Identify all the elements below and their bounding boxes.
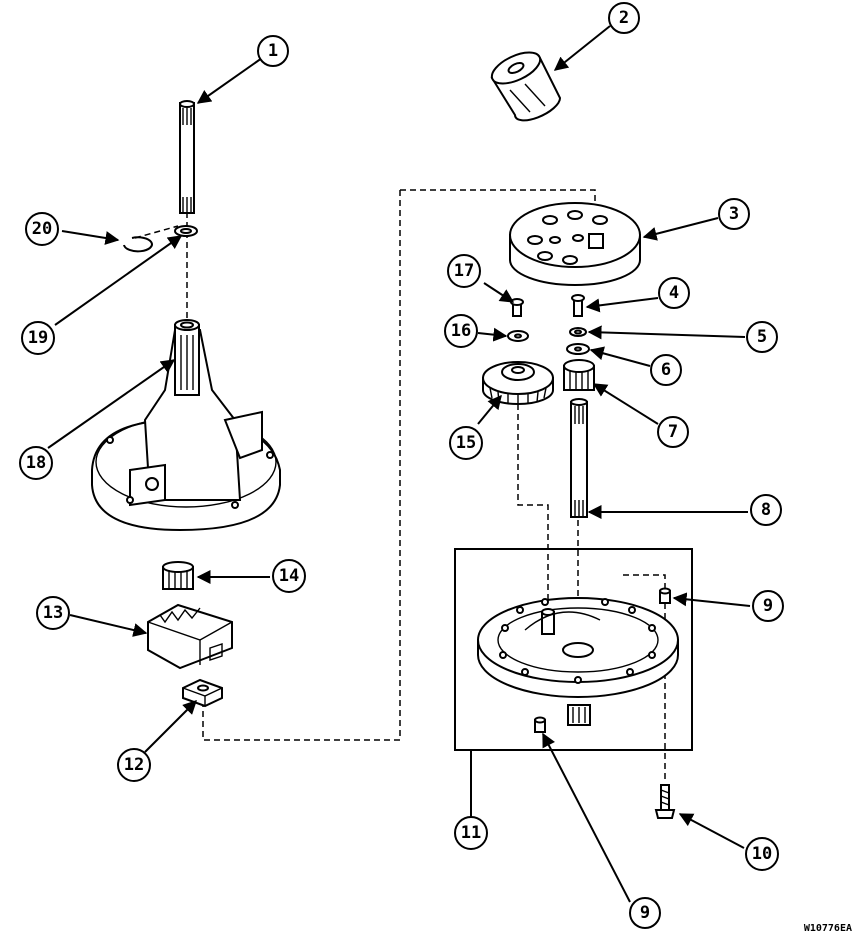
- part-16-washer: [507, 330, 529, 342]
- callout-11-label: 11: [461, 823, 481, 843]
- callout-6-label: 6: [661, 360, 671, 380]
- callout-5-label: 5: [757, 327, 767, 347]
- callout-1: 1: [257, 35, 289, 67]
- part-3-pulley: [509, 202, 641, 286]
- callout-18: 18: [19, 446, 53, 480]
- callout-9-upper: 9: [752, 590, 784, 622]
- callout-15: 15: [449, 426, 483, 460]
- callout-12: 12: [117, 748, 151, 782]
- part-9-plug-lower: [534, 716, 546, 733]
- part-5-washer: [569, 327, 587, 337]
- callout-10: 10: [745, 837, 779, 871]
- callout-3: 3: [718, 198, 750, 230]
- part-12-square-nut: [182, 678, 223, 708]
- callout-16-label: 16: [451, 321, 471, 341]
- leader-lines: [47, 25, 751, 903]
- callout-11: 11: [454, 816, 488, 850]
- part-15-large-gear: [482, 361, 554, 405]
- part-8-drive-shaft: [570, 398, 588, 518]
- callout-2-label: 2: [619, 8, 629, 28]
- callout-16: 16: [444, 314, 478, 348]
- part-20-retaining-ring: [123, 236, 153, 253]
- callout-7-label: 7: [668, 422, 678, 442]
- callout-9-lower: 9: [629, 897, 661, 929]
- callout-4-label: 4: [669, 283, 679, 303]
- callout-9-upper-label: 9: [763, 596, 773, 616]
- callout-2: 2: [608, 2, 640, 34]
- part-19-washer: [174, 225, 198, 237]
- drawing-code: W10776EA: [804, 923, 852, 934]
- part-2-bearing: [490, 51, 562, 122]
- part-7-pinion-gear: [563, 359, 595, 391]
- callout-20-label: 20: [32, 219, 52, 239]
- callout-7: 7: [657, 416, 689, 448]
- part-1-shaft: [179, 100, 195, 214]
- callout-13-label: 13: [43, 603, 63, 623]
- callout-1-label: 1: [268, 41, 278, 61]
- callout-4: 4: [658, 277, 690, 309]
- callout-6: 6: [650, 354, 682, 386]
- callout-5: 5: [746, 321, 778, 353]
- callout-8: 8: [750, 494, 782, 526]
- callout-10-label: 10: [752, 844, 772, 864]
- part-4-pin: [571, 294, 585, 317]
- callout-20: 20: [25, 212, 59, 246]
- callout-14-label: 14: [279, 566, 299, 586]
- callout-15-label: 15: [456, 433, 476, 453]
- part-6-washer: [566, 343, 590, 355]
- callout-19-label: 19: [28, 328, 48, 348]
- callout-13: 13: [36, 596, 70, 630]
- callout-17: 17: [447, 254, 481, 288]
- callout-19: 19: [21, 321, 55, 355]
- callout-3-label: 3: [729, 204, 739, 224]
- part-14-small-gear: [162, 561, 194, 590]
- callout-8-label: 8: [761, 500, 771, 520]
- part-11-gear-case: [454, 548, 693, 751]
- callout-12-label: 12: [124, 755, 144, 775]
- callout-18-label: 18: [26, 453, 46, 473]
- part-10-bolt: [654, 784, 676, 819]
- part-9-plug-upper: [659, 587, 671, 604]
- callout-14: 14: [272, 559, 306, 593]
- part-13-shift-block: [147, 603, 233, 670]
- callout-9-lower-label: 9: [640, 903, 650, 923]
- part-18-housing: [91, 319, 281, 532]
- callout-17-label: 17: [454, 261, 474, 281]
